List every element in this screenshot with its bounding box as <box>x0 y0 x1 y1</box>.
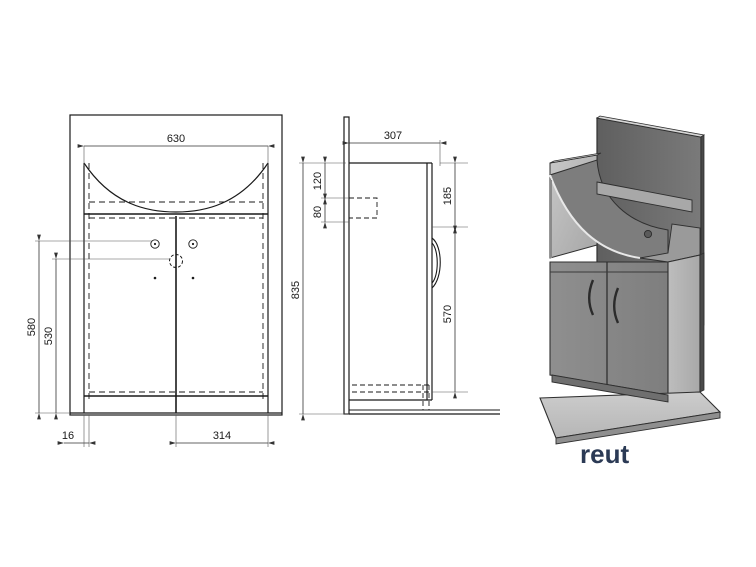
dim-630-label: 630 <box>167 133 185 145</box>
dim-185-group: 185 <box>432 156 468 234</box>
iso-cabinet-left-sliver <box>550 180 552 258</box>
dim-120-group: 120 <box>312 156 349 205</box>
dim-185-label: 185 <box>442 187 454 205</box>
iso-overflow-hole <box>643 229 653 239</box>
front-fixing-dot-right <box>191 276 195 280</box>
front-tap-hole-right <box>188 239 198 249</box>
dim-835-group: 835 <box>290 156 349 421</box>
front-tap-hole-right-center <box>191 242 195 246</box>
iso-basin-rim-highlight <box>549 174 641 259</box>
dim-120-label: 120 <box>312 172 324 190</box>
iso-side-panel <box>667 254 701 396</box>
dim-630-group: 630 <box>77 133 275 166</box>
dim-307-group: 307 <box>342 130 447 166</box>
side-door-handle-inner <box>431 242 438 284</box>
brand-logo-text: reut <box>580 439 629 469</box>
dim-16-group: 16 <box>57 415 96 447</box>
iso-back-ledge <box>596 181 693 213</box>
dim-314-label: 314 <box>213 430 231 442</box>
front-basin-curve <box>83 162 269 213</box>
iso-handle-left <box>588 279 595 316</box>
side-backsplash-fin <box>343 116 350 415</box>
front-waste-hole <box>169 254 183 268</box>
front-elevation-view: 630 580 530 16 <box>26 114 283 447</box>
side-door-handle-outer <box>431 237 441 289</box>
dim-835-label: 835 <box>290 281 302 299</box>
dim-570-label: 570 <box>442 305 454 323</box>
isometric-view: reut <box>539 115 722 469</box>
iso-handle-right <box>613 287 620 324</box>
dim-314-group: 314 <box>169 415 275 447</box>
front-tap-hole-left-center <box>153 242 157 246</box>
side-hidden-bracket <box>349 197 378 219</box>
dim-580-label: 580 <box>26 318 38 336</box>
iso-basin-left-top-edge <box>549 152 602 164</box>
iso-base-plate-edge <box>555 411 721 445</box>
dim-16-label: 16 <box>62 430 74 442</box>
dim-307-label: 307 <box>384 130 402 142</box>
iso-side-panel-edge <box>699 252 705 393</box>
front-fixing-dot-left <box>153 276 157 280</box>
dim-570-group: 570 <box>432 225 468 399</box>
dim-80-label: 80 <box>312 206 324 218</box>
dim-580-group: 580 <box>26 234 152 420</box>
dim-530-label: 530 <box>43 327 55 345</box>
iso-door-panel-group <box>549 261 669 396</box>
dim-80-group: 80 <box>312 193 349 229</box>
dim-530-group: 530 <box>43 252 170 420</box>
iso-plinth <box>551 374 669 403</box>
side-elevation-view: 307 835 120 80 <box>290 116 500 421</box>
front-tap-hole-left <box>150 239 160 249</box>
